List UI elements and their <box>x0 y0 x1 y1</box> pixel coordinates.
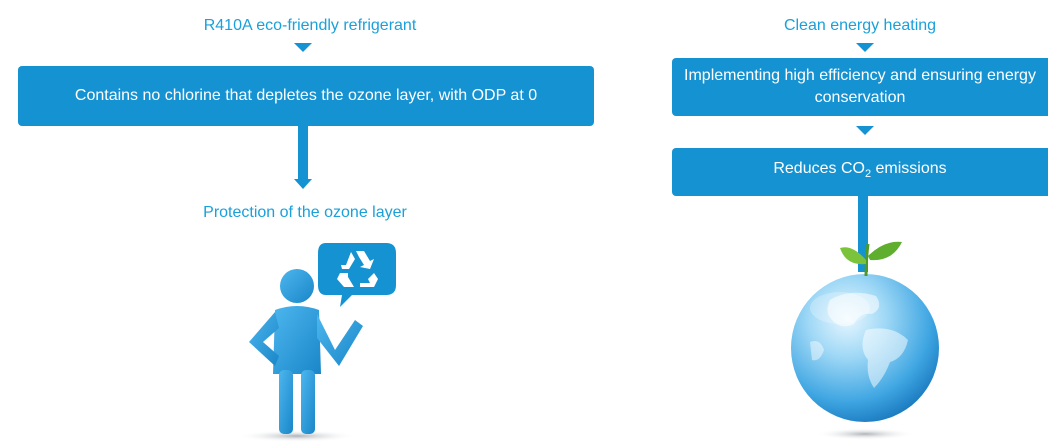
right-box2-text: Reduces CO2 emissions <box>773 158 946 185</box>
arrow-down-icon <box>294 43 312 52</box>
earth-icon <box>791 241 939 440</box>
arrow-down-icon <box>856 43 874 52</box>
left-heading: R410A eco-friendly refrigerant <box>203 17 417 34</box>
right-box1-text: Implementing high efficiency and ensurin… <box>684 67 1036 106</box>
speech-bubble <box>318 243 396 307</box>
right-info-box-1: Implementing high efficiency and ensurin… <box>672 58 1048 116</box>
right-connector <box>858 196 868 272</box>
left-connector <box>298 126 308 180</box>
co2-suffix: emissions <box>871 160 947 178</box>
sprout-icon <box>840 241 902 277</box>
left-info-box: Contains no chlorine that depletes the o… <box>18 66 594 126</box>
right-info-box-2: Reduces CO2 emissions <box>672 148 1048 196</box>
left-result: Protection of the ozone layer <box>203 204 407 221</box>
person-icon <box>237 269 363 442</box>
co2-prefix: Reduces CO <box>773 160 865 178</box>
left-box-text: Contains no chlorine that depletes the o… <box>74 87 538 104</box>
arrow-down-icon <box>294 179 312 189</box>
recycle-icon <box>337 251 378 287</box>
right-heading: Clean energy heating <box>783 17 937 34</box>
arrow-down-icon <box>856 126 874 135</box>
co2-subscript: 2 <box>864 168 872 181</box>
